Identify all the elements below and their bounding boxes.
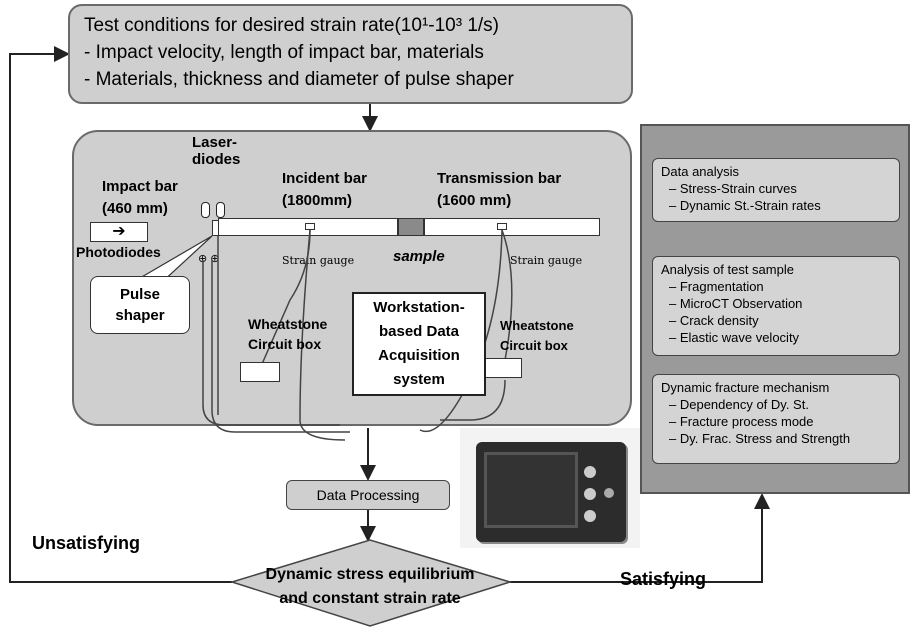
decision-label: Dynamic stress equilibrium and constant …: [265, 566, 475, 607]
device-knob: [584, 466, 596, 478]
feedback-loop-line: [9, 46, 232, 583]
strain-gauge-left-marker: [305, 223, 315, 230]
laser-diodes-label: Laser- diodes: [192, 134, 241, 168]
wheatstone-box-right: [482, 358, 522, 378]
device-knob: [584, 488, 596, 500]
test-conditions-item-1: - Impact velocity, length of impact bar,…: [84, 42, 484, 63]
fracture-mechanism-item: – Dependency of Dy. St.: [669, 397, 809, 412]
sample-block: [398, 218, 424, 236]
impact-arrow-box: ➔: [90, 222, 148, 242]
wheatstone-right-label: Wheatstone Circuit box: [500, 318, 574, 353]
laser-diode-icon: [201, 202, 210, 218]
sample-label: sample: [393, 248, 445, 265]
pulse-shaper-label: Pulse shaper: [115, 286, 165, 324]
impact-bar-label: Impact bar (460 mm): [102, 178, 178, 217]
workstation-label: Workstation- based Data Acquisition syst…: [373, 299, 465, 388]
device-knob: [604, 488, 614, 498]
fracture-mechanism-item: – Fracture process mode: [669, 414, 814, 429]
data-analysis-item: – Stress-Strain curves: [669, 181, 797, 196]
test-conditions-box: Test conditions for desired strain rate(…: [68, 4, 633, 104]
strain-gauge-right-marker: [497, 223, 507, 230]
test-sample-analysis-title: Analysis of test sample: [661, 262, 794, 277]
test-conditions-item-2: - Materials, thickness and diameter of p…: [84, 69, 514, 90]
satisfying-label: Satisfying: [620, 569, 707, 589]
wheatstone-box-left: [240, 362, 280, 382]
data-processing-box: Data Processing: [286, 480, 450, 510]
photodiodes-label: Photodiodes: [76, 244, 161, 260]
data-analysis-box: Data analysis – Stress-Strain curves – D…: [652, 158, 900, 222]
fracture-mechanism-box: Dynamic fracture mechanism – Dependency …: [652, 374, 900, 464]
transmission-bar: [424, 218, 600, 236]
laser-diode-icon: [216, 202, 225, 218]
strain-gauge-left-label: Strain gauge: [282, 254, 355, 267]
pulse-shaper-box: [90, 276, 190, 334]
results-panel: Data analysis – Stress-Strain curves – D…: [640, 124, 910, 494]
test-sample-analysis-item: – Crack density: [669, 313, 759, 328]
unsatisfying-label: Unsatisfying: [32, 533, 141, 553]
test-sample-analysis-item: – Fragmentation: [669, 279, 764, 294]
wheatstone-left-label: Wheatstone Circuit box: [248, 316, 328, 352]
test-sample-analysis-item: – MicroCT Observation: [669, 296, 803, 311]
workstation-box: [352, 292, 486, 396]
test-sample-analysis-box: Analysis of test sample – Fragmentation …: [652, 256, 900, 356]
fracture-mechanism-title: Dynamic fracture mechanism: [661, 380, 830, 395]
device-knob: [584, 510, 596, 522]
transmission-bar-label: Transmission bar (1600 mm): [437, 170, 562, 209]
test-conditions-title: Test conditions for desired strain rate(…: [84, 15, 500, 36]
data-analysis-title: Data analysis: [661, 164, 740, 179]
data-analysis-item: – Dynamic St.-Strain rates: [669, 198, 821, 213]
test-sample-analysis-item: – Elastic wave velocity: [669, 330, 800, 345]
incident-bar-label: Incident bar (1800mm): [282, 170, 368, 209]
strain-gauge-right-label: Strain gauge: [510, 254, 583, 267]
decision-diamond: [229, 539, 513, 627]
device-screen: [484, 452, 578, 528]
data-acquisition-device-image: [460, 428, 640, 548]
fracture-mechanism-item: – Dy. Frac. Stress and Strength: [669, 431, 851, 446]
satisfy-line: [510, 493, 770, 583]
